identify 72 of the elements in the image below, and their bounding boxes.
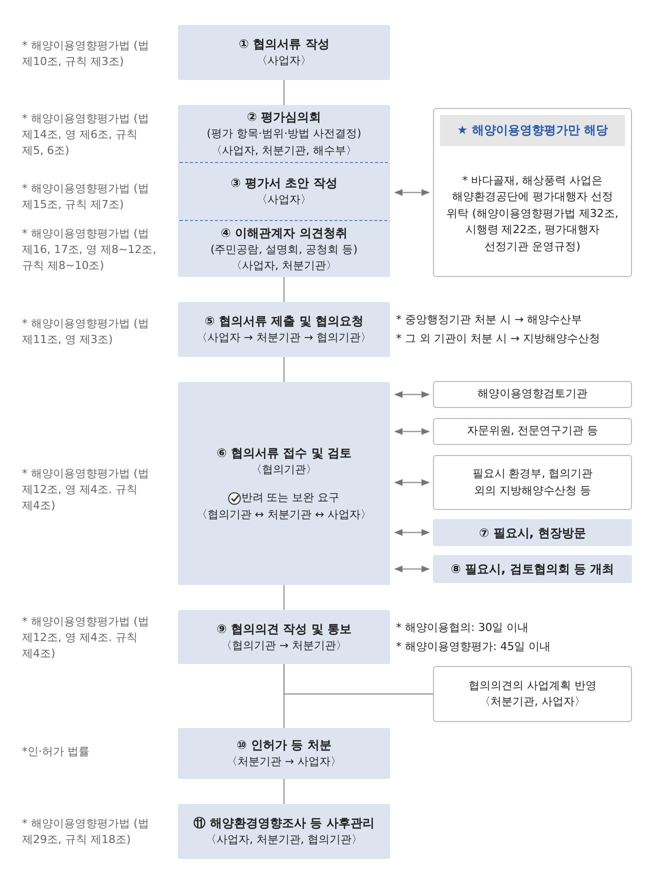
node-title: 필요시 환경부, 협의기관 외의 지방해양수산청 등 bbox=[471, 466, 594, 498]
node-title: 해양이용영향검토기관 bbox=[476, 386, 588, 402]
node-text: 〈협의기관 → 처분기관〉 bbox=[220, 638, 348, 654]
node-text: 〈처분기관, 사업자〉 bbox=[480, 694, 586, 710]
info-box bbox=[433, 381, 632, 408]
info-box bbox=[433, 455, 632, 510]
connector-line bbox=[283, 779, 285, 804]
node-text: 〈사업자, 처분기관, 해수부〉 bbox=[211, 142, 357, 158]
node-text: 〈사업자〉 bbox=[256, 53, 312, 70]
info-box bbox=[433, 666, 632, 722]
law-reference-note: * 해양이용영향평가법 (법 제29조, 규칙 제18조) bbox=[22, 816, 150, 848]
process-box bbox=[433, 555, 632, 583]
double-arrow bbox=[394, 566, 430, 572]
node-title: ③ 평가서 초안 작성 bbox=[230, 175, 338, 192]
connector-line bbox=[283, 277, 285, 302]
node-title: ⑪ 해양환경영향조사 등 사후관리 bbox=[194, 815, 374, 832]
connector-line bbox=[283, 357, 285, 382]
law-reference-note: * 해양이용영향평가법 (법 제14조, 영 제6조, 규칙 제5, 6조) bbox=[22, 111, 150, 159]
double-arrow bbox=[394, 428, 430, 435]
connector-line bbox=[283, 664, 285, 728]
node-text: 〈처분기관 → 사업자〉 bbox=[226, 754, 342, 770]
node-title: ④ 이해관계자 의견청취 bbox=[220, 224, 348, 242]
connector-line bbox=[283, 80, 285, 105]
panel-header: ★ 해양이용영향평가만 해당 bbox=[440, 115, 625, 146]
note-panel bbox=[433, 108, 632, 277]
double-arrow bbox=[394, 529, 430, 536]
law-reference-note: * 해양이용영향평가법 (법 제12조, 영 제4조. 규칙 제4조) bbox=[22, 466, 150, 514]
node-title: ⑤ 협의서류 제출 및 협의요청 bbox=[204, 313, 364, 330]
node-title: ⑦ 필요시, 현장방문 bbox=[478, 524, 586, 542]
side-note: * 그 외 기관이 처분 시 → 지방해양수산청 bbox=[396, 330, 600, 347]
node-text: 〈협의기관〉 bbox=[251, 462, 317, 478]
node-title: 협의의견의 사업계획 반영 bbox=[468, 678, 596, 694]
law-reference-note: * 해양이용영향평가법 (법 제16, 17조, 영 제8~12조, 규칙 제8~10조) bbox=[22, 226, 158, 274]
double-arrow bbox=[394, 391, 430, 398]
law-reference-note: *인·허가 법률 bbox=[22, 744, 90, 760]
process-box bbox=[433, 519, 632, 546]
process-box bbox=[178, 105, 390, 162]
info-box bbox=[433, 418, 632, 445]
process-box bbox=[178, 162, 390, 220]
node-text: 〈협의기관 ↔ 처분기관 ↔ 사업자〉 bbox=[196, 506, 372, 523]
connector-line bbox=[283, 585, 285, 610]
node-title: 자문위원, 전문연구기관 등 bbox=[466, 423, 600, 440]
side-note: * 중앙행정기관 처분 시 → 해양수산부 bbox=[396, 312, 584, 328]
node-title: ② 평가심의회 bbox=[246, 109, 322, 126]
node-text: (평가 항목·범위·방법 사전결정) bbox=[206, 126, 362, 142]
node-title: ⑩ 인허가 등 처분 bbox=[236, 737, 332, 754]
node-title: ⑥ 협의서류 접수 및 검토 bbox=[216, 444, 352, 462]
double-arrow bbox=[394, 479, 430, 486]
process-box bbox=[178, 220, 390, 277]
process-box bbox=[178, 728, 390, 779]
node-title: ⑨ 협의의견 작성 및 통보 bbox=[216, 620, 352, 638]
side-note: * 해양이용협의: 30일 이내 bbox=[396, 620, 530, 636]
process-box bbox=[178, 610, 390, 664]
law-reference-note: * 해양이용영향평가법 (법 제12조, 영 제4조. 규칙 제4조) bbox=[22, 614, 150, 662]
side-note: * 해양이용영향평가: 45일 이내 bbox=[396, 638, 551, 655]
node-text: 〈사업자, 처분기관, 협의기관〉 bbox=[206, 832, 362, 848]
node-text: (주민공람, 설명회, 공청회 등) bbox=[210, 242, 358, 258]
law-reference-note: * 해양이용영향평가법 (법 제15조, 규칙 제7조) bbox=[22, 181, 150, 213]
node-title: ⑧ 필요시, 검토협의회 등 개최 bbox=[450, 561, 614, 578]
double-arrow bbox=[394, 189, 430, 196]
note-text: * 바다골재, 해상풍력 사업은 해양환경공단에 평가대행자 선정 위탁 (해양이용영향평가법 제32조, 시행령 제22조, 평가대행자 선정기관 운영규정) bbox=[446, 172, 620, 255]
node-title: ① 협의서류 작성 bbox=[238, 36, 330, 54]
process-box bbox=[178, 25, 390, 80]
process-box bbox=[178, 804, 390, 859]
node-text: 〈사업자〉 bbox=[256, 192, 312, 208]
process-box bbox=[178, 382, 390, 585]
node-text: 반려 또는 보완 요구 bbox=[241, 490, 340, 506]
law-reference-note: * 해양이용영향평가법 (법 제10조, 규칙 제3조) bbox=[22, 38, 150, 70]
node-text: 〈사업자 → 처분기관 → 협의기관〉 bbox=[196, 330, 372, 346]
law-reference-note: * 해양이용영향평가법 (법 제11조, 영 제3조) bbox=[22, 316, 150, 348]
node-text: 〈사업자, 처분기관〉 bbox=[231, 258, 337, 274]
process-box bbox=[178, 302, 390, 357]
